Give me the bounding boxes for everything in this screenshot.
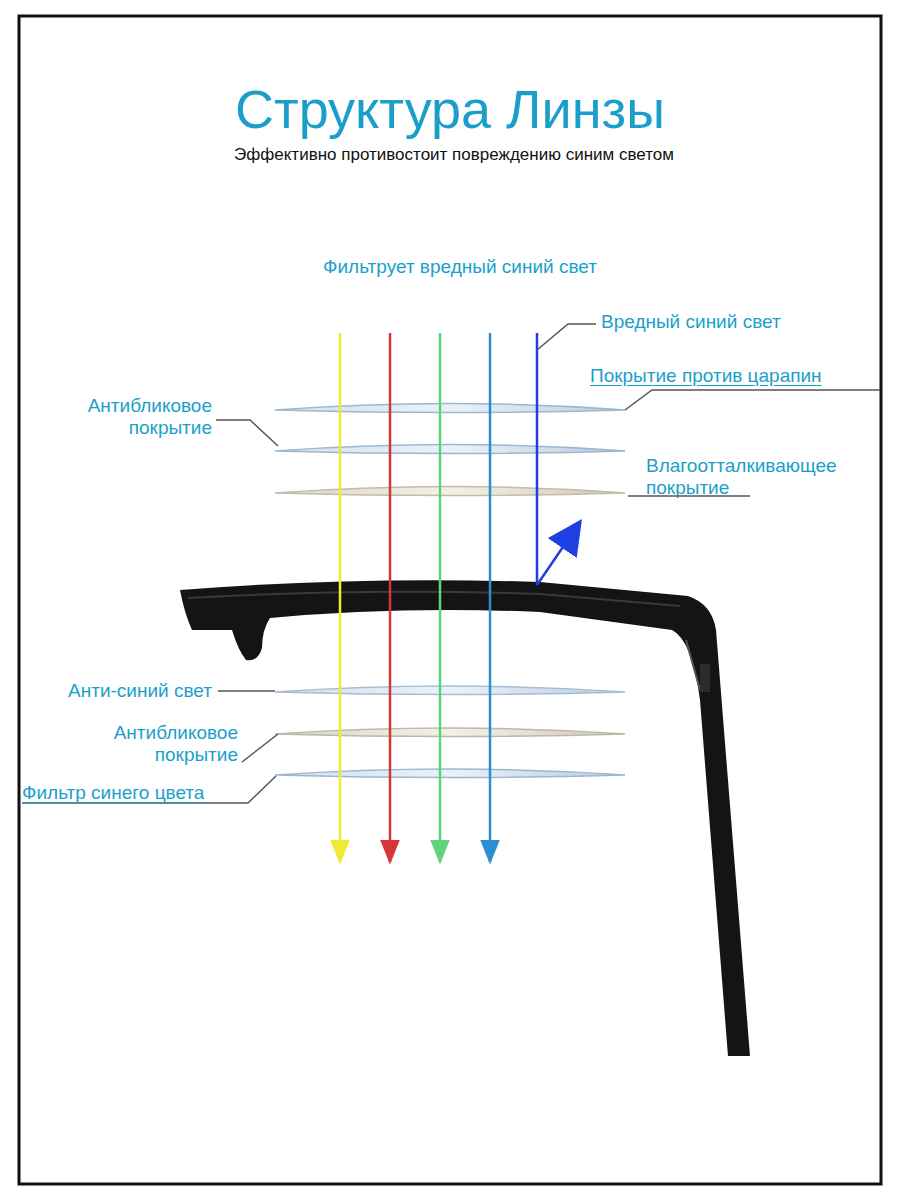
callout-label: Влагоотталкивающее покрытие — [646, 455, 886, 499]
heading-note: Фильтрует вредный синий свет — [200, 256, 720, 278]
callout-label: Фильтр синего цвета — [22, 782, 204, 804]
leader-lines — [22, 324, 880, 803]
callout-label: Анти-синий свет — [20, 680, 212, 702]
glasses-frame — [180, 580, 750, 1056]
light-rays — [340, 333, 580, 862]
subtitle: Эффективно противостоит повреждению сини… — [4, 144, 900, 166]
callout-label: Антибликовое покрытие — [40, 395, 212, 439]
callout-label: Покрытие против царапин — [590, 365, 822, 387]
page-frame — [19, 16, 881, 1184]
callout-label: Антибликовое покрытие — [60, 722, 238, 766]
title: Структура Линзы — [0, 78, 900, 140]
callout-label: Вредный синий свет — [601, 311, 781, 333]
